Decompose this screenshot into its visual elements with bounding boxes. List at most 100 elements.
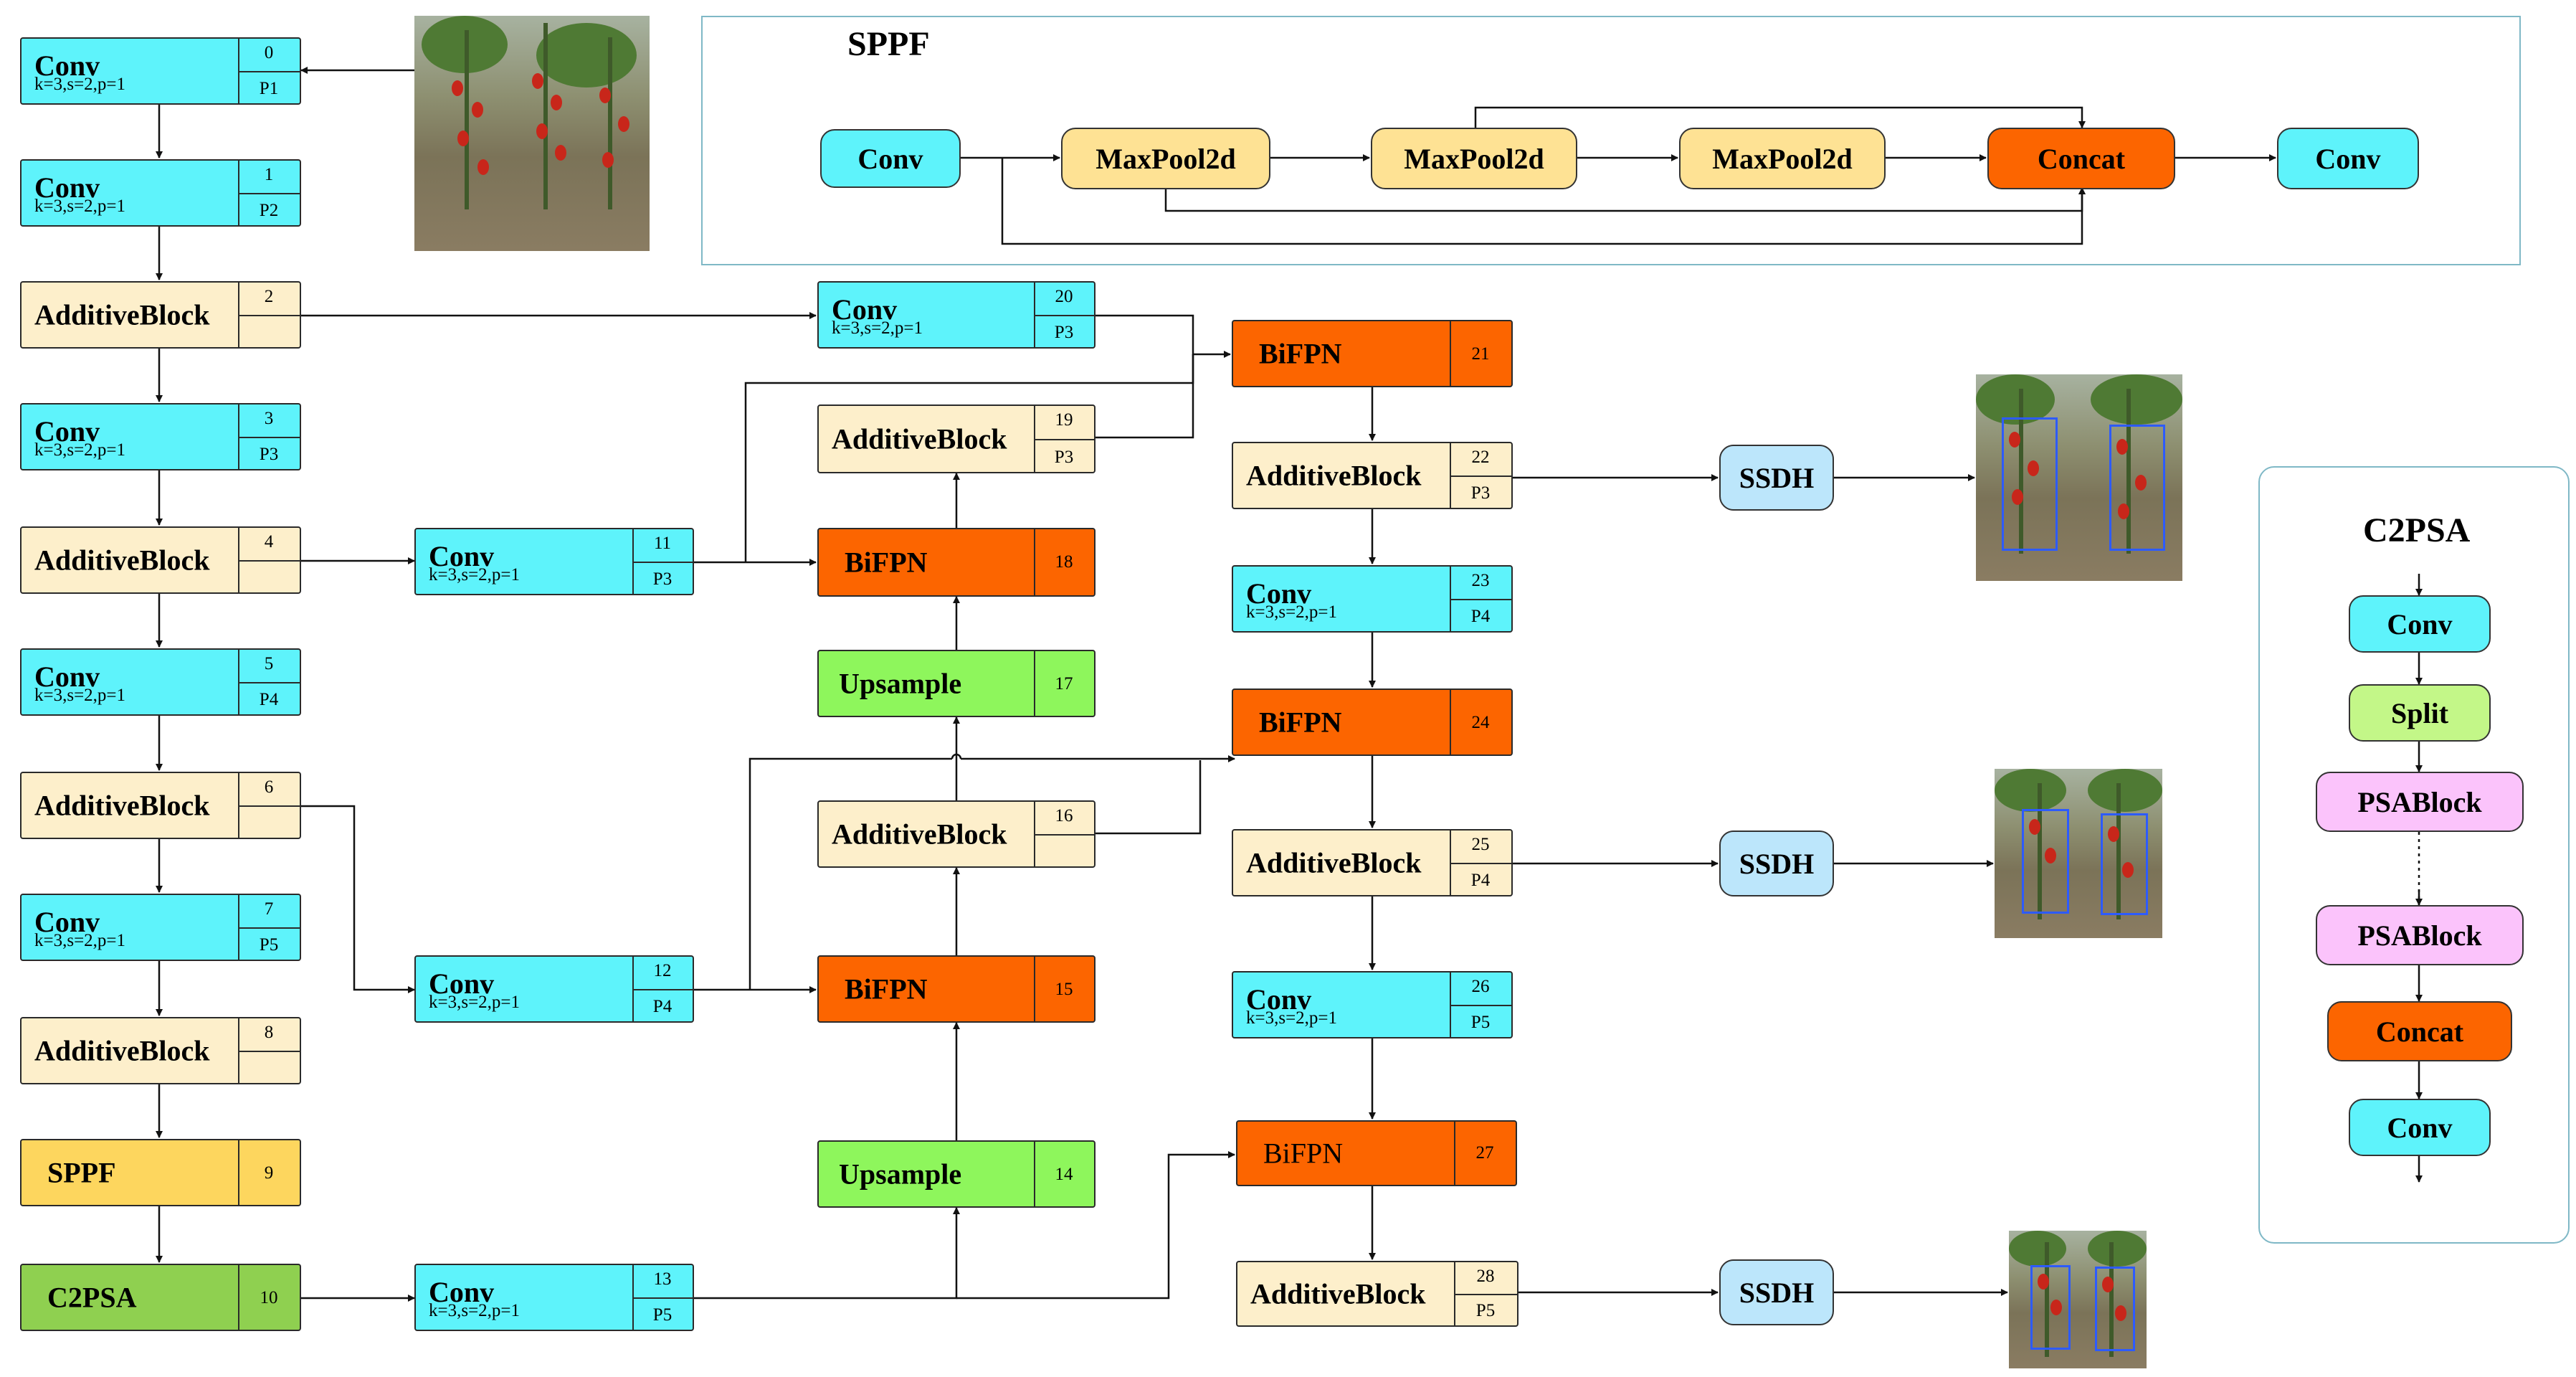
layer-scale: P5	[259, 935, 279, 955]
detection-output-image-p5	[2009, 1231, 2147, 1368]
layer-17-upsample: Upsample 17	[817, 650, 1095, 717]
layer-0-conv: Conv k=3,s=2,p=1 0 P1	[20, 37, 301, 105]
c2psa-panel-title: C2PSA	[2363, 511, 2471, 549]
layer-name: Upsample	[839, 1158, 962, 1191]
layer-1-conv: Conv k=3,s=2,p=1 1 P2	[20, 159, 301, 227]
layer-scale: P2	[259, 201, 279, 220]
layer-name: Conv	[34, 906, 100, 938]
c2psa-conv-in: Conv	[2349, 595, 2491, 653]
layer-index: 21	[1471, 344, 1490, 364]
layer-28-additiveblock: AdditiveBlock 28 P5	[1236, 1261, 1518, 1327]
layer-index: 0	[264, 43, 274, 62]
layer-11-conv: Conv k=3,s=2,p=1 11 P3	[414, 528, 694, 595]
layer-scale: P3	[259, 445, 279, 464]
c2psa-psablock-1: PSABlock	[2316, 772, 2524, 832]
layer-index: 10	[260, 1288, 278, 1307]
layer-16-additiveblock: AdditiveBlock 16	[817, 800, 1095, 868]
layer-name: AdditiveBlock	[832, 422, 1007, 455]
layer-scale: P5	[1475, 1301, 1496, 1320]
layer-name: Conv	[34, 415, 100, 448]
input-image	[414, 16, 650, 251]
layer-21-bifpn: BiFPN 21	[1232, 320, 1513, 387]
layer-27-bifpn: BiFPN 27	[1236, 1120, 1517, 1186]
sppf-panel	[701, 16, 2521, 265]
c2psa-concat: Concat	[2327, 1001, 2512, 1061]
layer-name: C2PSA	[47, 1281, 137, 1314]
layer-params: k=3,s=2,p=1	[34, 75, 126, 94]
layer-25-additiveblock: AdditiveBlock 25 P4	[1232, 829, 1513, 896]
layer-params: k=3,s=2,p=1	[832, 318, 923, 338]
layer-name: AdditiveBlock	[1246, 459, 1422, 492]
layer-params: k=3,s=2,p=1	[34, 931, 126, 950]
layer-15-bifpn: BiFPN 15	[817, 955, 1095, 1023]
layer-name: AdditiveBlock	[832, 818, 1007, 851]
layer-index: 20	[1055, 287, 1073, 306]
layer-index: 16	[1055, 806, 1073, 825]
layer-index: 15	[1055, 980, 1073, 999]
layer-params: k=3,s=2,p=1	[429, 1301, 521, 1320]
detection-output-image-p4	[1995, 769, 2162, 938]
layer-scale: P3	[1054, 448, 1074, 467]
layer-index: 12	[653, 961, 672, 980]
layer-12-conv: Conv k=3,s=2,p=1 12 P4	[414, 955, 694, 1023]
sppf-panel-title: SPPF	[847, 25, 930, 63]
layer-index: 18	[1055, 552, 1073, 572]
layer-scale: P3	[1470, 483, 1491, 503]
c2psa-conv-out: Conv	[2349, 1099, 2491, 1156]
layer-26-conv: Conv k=3,s=2,p=1 26 P5	[1232, 971, 1513, 1038]
layer-name: AdditiveBlock	[34, 1034, 210, 1067]
layer-14-upsample: Upsample 14	[817, 1140, 1095, 1208]
layer-index: 11	[653, 534, 672, 553]
layer-10-c2psa: C2PSA 10	[20, 1264, 301, 1331]
layer-index: 4	[264, 532, 274, 552]
sppf-concat: Concat	[1987, 128, 2175, 189]
layer-index: 24	[1471, 713, 1490, 732]
layer-name: Conv	[832, 293, 898, 326]
layer-index: 26	[1471, 977, 1490, 996]
ssdh-head-p3: SSDH	[1719, 445, 1834, 511]
layer-name: BiFPN	[1259, 337, 1342, 370]
layer-name: Conv	[34, 49, 100, 82]
layer-scale: P5	[1470, 1013, 1491, 1032]
layer-index: 5	[264, 654, 274, 673]
layer-3-conv: Conv k=3,s=2,p=1 3 P3	[20, 403, 301, 470]
layer-6-additiveblock: AdditiveBlock 6	[20, 772, 301, 839]
layer-index: 6	[264, 777, 274, 797]
layer-scale: P4	[1470, 607, 1491, 626]
layer-4-additiveblock: AdditiveBlock 4	[20, 526, 301, 594]
layer-index: 27	[1475, 1143, 1494, 1163]
c2psa-psablock-2: PSABlock	[2316, 905, 2524, 965]
layer-22-additiveblock: AdditiveBlock 22 P3	[1232, 442, 1513, 509]
layer-index: 7	[264, 899, 274, 919]
layer-name: Conv	[429, 1276, 495, 1308]
layer-scale: P4	[652, 997, 672, 1016]
layer-19-additiveblock: AdditiveBlock 19 P3	[817, 404, 1095, 473]
layer-9-sppf: SPPF 9	[20, 1139, 301, 1206]
layer-name: BiFPN	[845, 973, 928, 1005]
layer-params: k=3,s=2,p=1	[429, 993, 521, 1012]
layer-name: Conv	[1246, 577, 1312, 610]
layer-scale: P3	[1054, 323, 1074, 342]
detection-output-image-p3	[1976, 374, 2182, 581]
sppf-conv-in: Conv	[820, 129, 961, 188]
layer-index: 28	[1476, 1267, 1495, 1286]
layer-params: k=3,s=2,p=1	[34, 440, 126, 460]
sppf-maxpool-3: MaxPool2d	[1679, 128, 1886, 189]
layer-5-conv: Conv k=3,s=2,p=1 5 P4	[20, 648, 301, 716]
layer-23-conv: Conv k=3,s=2,p=1 23 P4	[1232, 565, 1513, 633]
layer-name: Upsample	[839, 667, 962, 700]
layer-params: k=3,s=2,p=1	[429, 565, 521, 585]
layer-scale: P1	[259, 79, 279, 98]
layer-index: 1	[264, 165, 274, 184]
ssdh-head-p4: SSDH	[1719, 831, 1834, 896]
layer-index: 25	[1471, 835, 1490, 854]
layer-scale: P5	[652, 1305, 672, 1325]
layer-name: SPPF	[47, 1156, 116, 1189]
layer-scale: P4	[259, 690, 279, 709]
sppf-conv-out: Conv	[2277, 128, 2419, 189]
layer-index: 17	[1055, 674, 1073, 694]
layer-name: Conv	[429, 540, 495, 572]
layer-index: 22	[1471, 448, 1490, 467]
layer-name: BiFPN	[1263, 1137, 1344, 1170]
